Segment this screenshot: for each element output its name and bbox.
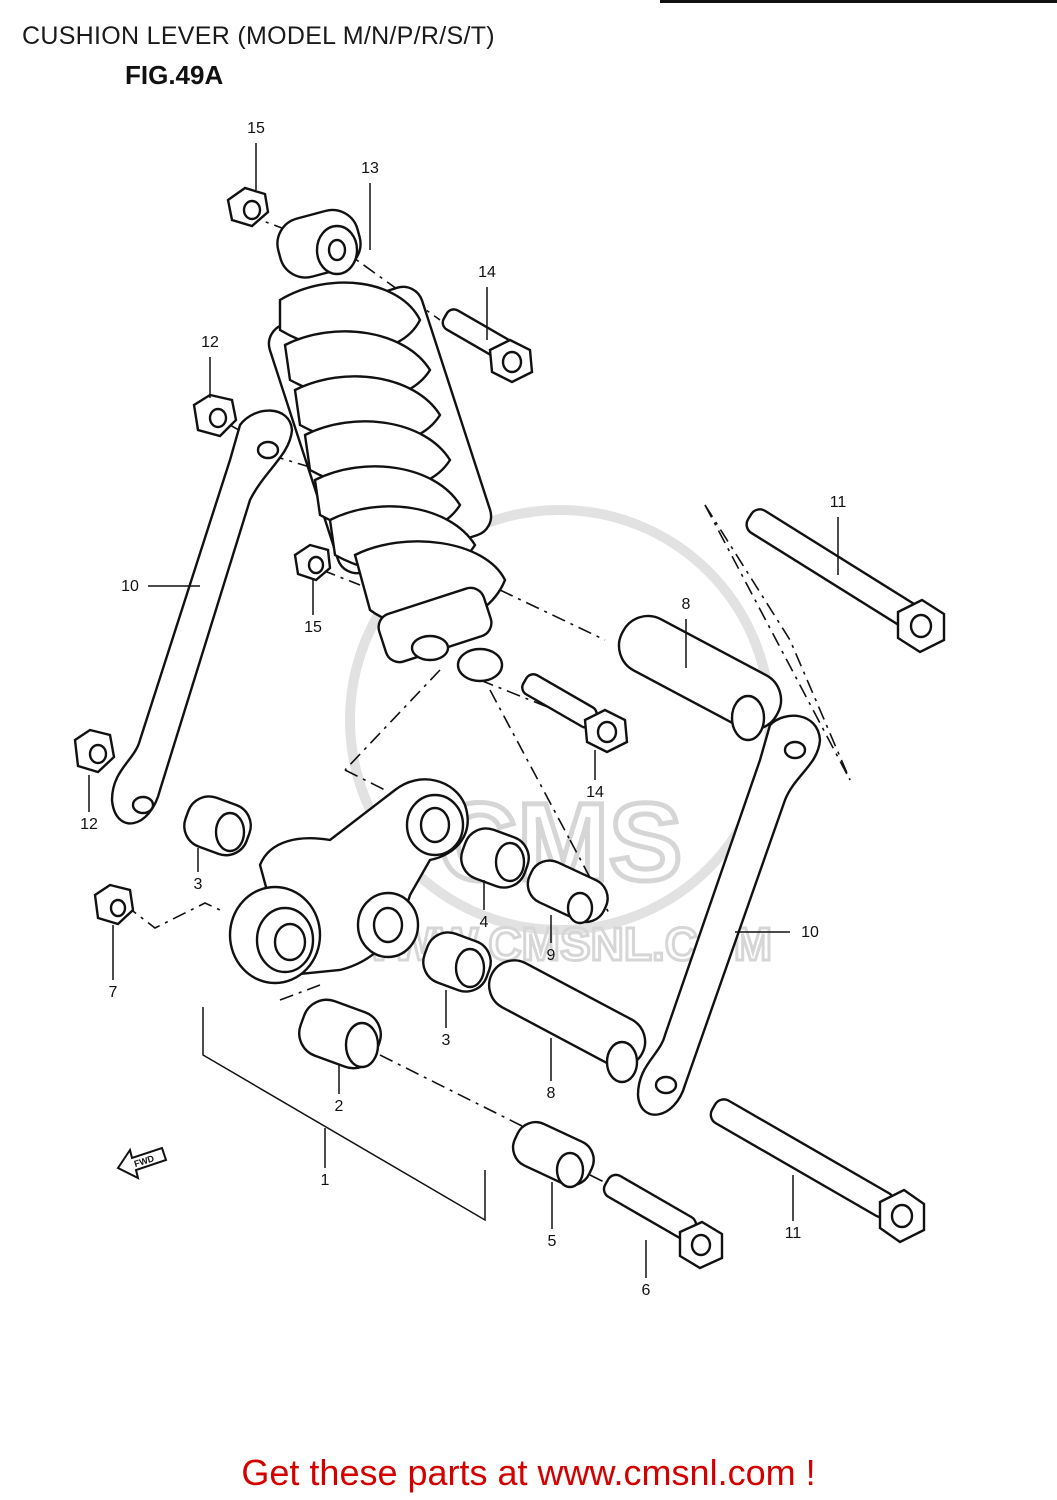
callout-10: 10 — [121, 578, 139, 595]
figure-label: FIG.49A — [125, 60, 224, 90]
spacer-8-upper — [617, 614, 783, 742]
spacer-8-lower — [487, 959, 647, 1084]
nut-15-mid — [293, 543, 332, 582]
bearing-3-upper — [183, 795, 252, 857]
nut-7 — [93, 883, 135, 926]
cushion-rod-10-left — [110, 409, 294, 825]
cushion-lever-1 — [228, 778, 469, 985]
cushion-rod-10-right — [636, 714, 822, 1116]
fwd-arrow-icon: FWD — [116, 1146, 168, 1180]
leader-lines — [88, 143, 839, 1278]
bolt-14-upper — [441, 308, 534, 384]
callout-7: 7 — [109, 984, 118, 1001]
bearing-4 — [460, 827, 530, 889]
nut-12-upper — [192, 393, 238, 438]
bolt-11-upper — [745, 508, 946, 654]
spacer-9 — [526, 859, 609, 925]
nut-15-top — [226, 186, 270, 228]
callout-6: 6 — [642, 1282, 651, 1299]
callout-10: 10 — [801, 924, 819, 941]
callout-9: 9 — [547, 947, 556, 964]
callout-5: 5 — [548, 1233, 557, 1250]
callout-11: 11 — [830, 494, 847, 511]
bearing-3-lower — [422, 931, 492, 993]
callout-14: 14 — [478, 264, 496, 281]
callout-3: 3 — [194, 876, 203, 893]
callout-15: 15 — [247, 120, 265, 137]
callout-12: 12 — [80, 816, 98, 833]
callout-8: 8 — [547, 1085, 556, 1102]
callout-13: 13 — [361, 160, 379, 177]
callout-1: 1 — [321, 1172, 330, 1189]
callout-2: 2 — [335, 1098, 344, 1115]
callout-8: 8 — [682, 596, 691, 613]
rear-shock-absorber — [267, 208, 507, 683]
nut-12-lower — [73, 728, 116, 774]
callout-3: 3 — [442, 1032, 451, 1049]
bolt-14-lower — [521, 673, 629, 754]
diagram-title: CUSHION LEVER (MODEL M/N/P/R/S/T) — [22, 22, 495, 50]
spacer-5 — [511, 1120, 595, 1189]
callout-14: 14 — [586, 784, 604, 801]
callout-11: 11 — [785, 1225, 802, 1242]
callout-15: 15 — [304, 619, 322, 636]
callout-12: 12 — [201, 334, 219, 351]
bearing-2 — [298, 998, 382, 1070]
bolt-11-lower — [709, 1098, 926, 1244]
bolt-6 — [602, 1173, 724, 1270]
footer-link[interactable]: Get these parts at www.cmsnl.com ! — [241, 1452, 816, 1493]
callout-4: 4 — [480, 914, 489, 931]
top-rule — [660, 0, 1057, 3]
